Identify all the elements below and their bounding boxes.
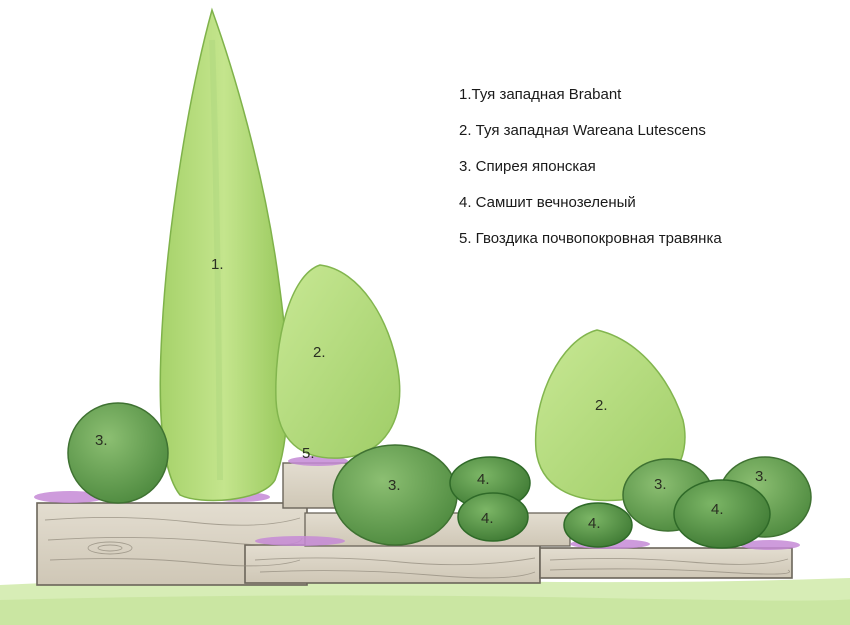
- label-spirea-right-b: 3.: [755, 468, 768, 485]
- label-dianthus: 5.: [302, 445, 315, 462]
- label-boxwood-b: 4.: [481, 510, 494, 527]
- boxwood-d: [673, 479, 771, 549]
- legend-item: 3. Спирея японская: [459, 158, 596, 175]
- label-spirea-right-a: 3.: [654, 476, 667, 493]
- label-thuja-brabant: 1.: [211, 256, 224, 273]
- label-spirea-center: 3.: [388, 477, 401, 494]
- spirea-center: [332, 444, 458, 546]
- legend-item: 1.Туя западная Brabant: [459, 86, 622, 103]
- planter-right: [539, 547, 793, 579]
- legend-item: 4. Самшит вечнозеленый: [459, 194, 636, 211]
- label-boxwood-c: 4.: [588, 515, 601, 532]
- label-boxwood-a: 4.: [477, 471, 490, 488]
- legend-item: 5. Гвоздика почвопокровная травянка: [459, 230, 722, 247]
- label-spirea-left: 3.: [95, 432, 108, 449]
- plant-legend: 1.Туя западная Brabant 2. Туя западная W…: [459, 84, 839, 264]
- thuja-brabant: [159, 7, 289, 502]
- thuja-wareana-right: [534, 329, 686, 502]
- boxwood-b: [457, 492, 529, 542]
- spirea-left: [67, 402, 169, 504]
- label-thuja-wareana-left: 2.: [313, 344, 326, 361]
- planter-mid: [244, 544, 541, 584]
- boxwood-c: [563, 502, 633, 548]
- label-thuja-wareana-right: 2.: [595, 397, 608, 414]
- legend-item: 2. Туя западная Wareana Lutescens: [459, 122, 706, 139]
- ground-shade: [0, 595, 850, 625]
- label-boxwood-d: 4.: [711, 501, 724, 518]
- thuja-wareana-left: [275, 264, 401, 459]
